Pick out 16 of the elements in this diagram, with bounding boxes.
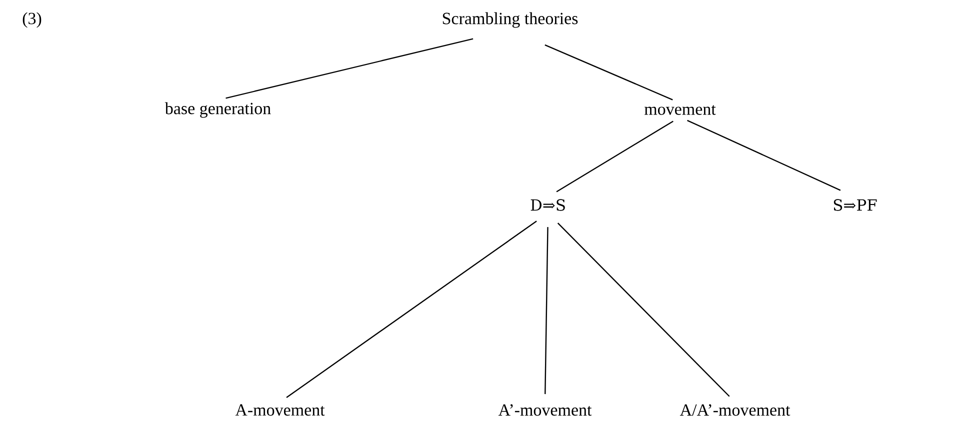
tree-label: A/A’-movement <box>680 404 790 416</box>
example-number: (3) <box>22 12 42 28</box>
branch-line <box>286 220 537 398</box>
branch-line <box>557 222 730 397</box>
tree-label: D⇒S <box>530 199 565 211</box>
tree-label: base generation <box>164 102 271 118</box>
branch-line <box>226 38 474 99</box>
branch-line <box>544 44 673 100</box>
tree-label: A’-movement <box>498 404 592 416</box>
tree-label: movement <box>644 105 716 115</box>
tree-label: A-movement <box>235 404 325 416</box>
branch-line <box>556 120 674 192</box>
branch-line <box>544 227 548 394</box>
tree-label: S⇒PF <box>834 199 877 211</box>
branch-line <box>687 120 841 191</box>
tree-label: Scrambling theories <box>442 12 578 28</box>
